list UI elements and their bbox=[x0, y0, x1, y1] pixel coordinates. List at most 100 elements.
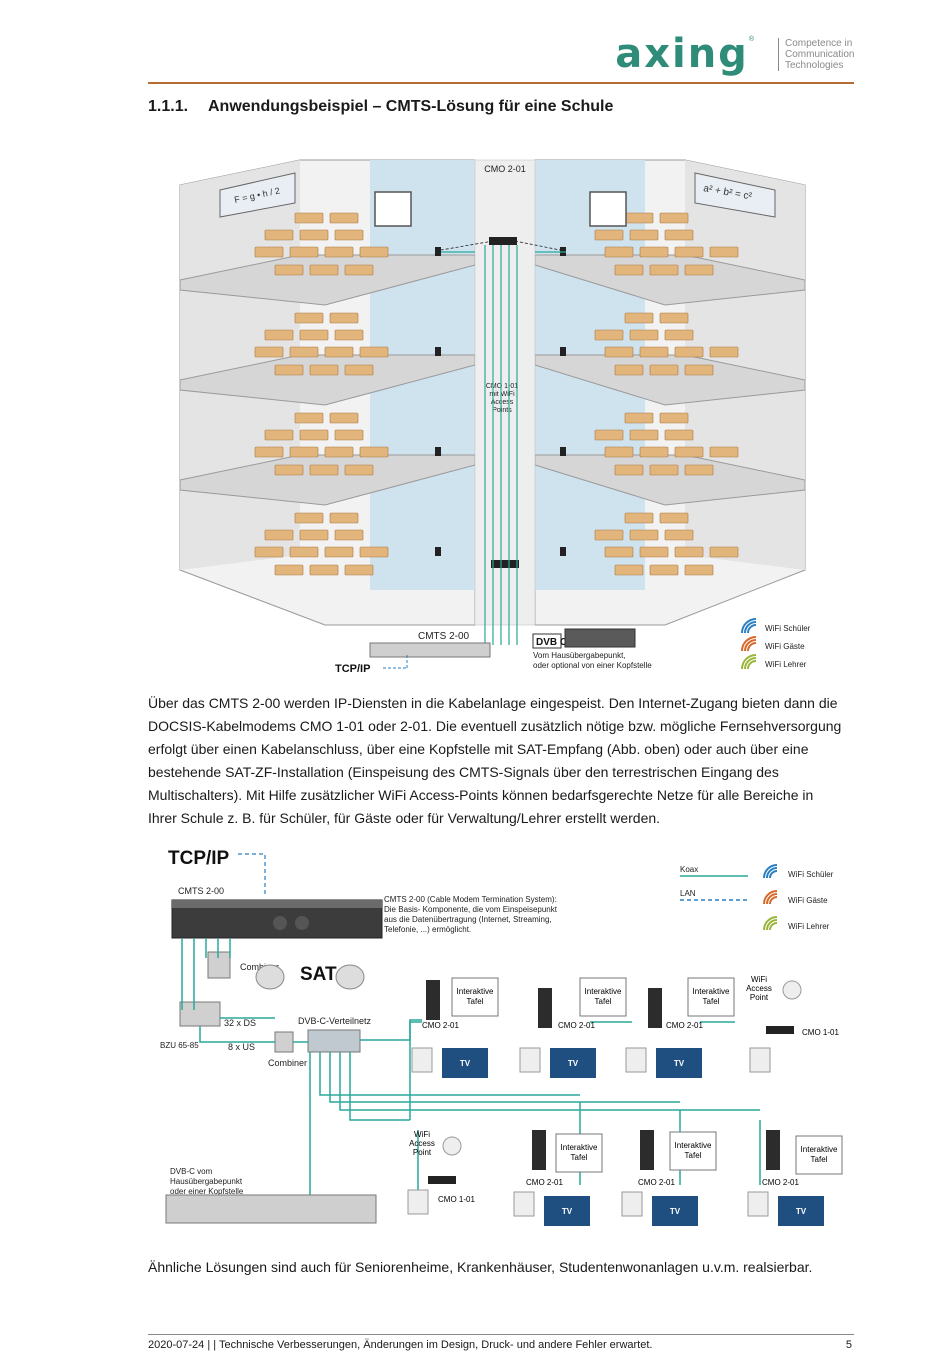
svg-text:Interaktive: Interaktive bbox=[561, 1143, 598, 1152]
network-diagram: TCP/IP CMTS 2-00 CMTS 2-00 (Cable Modem … bbox=[160, 848, 843, 1226]
svg-text:Vom Hausübergabepunkt,: Vom Hausübergabepunkt, bbox=[533, 651, 626, 660]
legend-item-lehrer: WiFi Lehrer bbox=[763, 916, 830, 931]
svg-text:Interaktive: Interaktive bbox=[675, 1141, 712, 1150]
svg-text:WiFi Schüler: WiFi Schüler bbox=[788, 870, 834, 879]
svg-text:CMTS 2-00 (Cable Modem Termina: CMTS 2-00 (Cable Modem Termination Syste… bbox=[384, 895, 557, 904]
wifi-legend-item-schueler: WiFi Schüler bbox=[741, 618, 811, 634]
svg-text:CMO 1-01: CMO 1-01 bbox=[438, 1195, 475, 1204]
svg-text:Tafel: Tafel bbox=[703, 997, 720, 1006]
svg-text:WiFi Schüler: WiFi Schüler bbox=[765, 624, 811, 633]
legend-item-gaeste: WiFi Gäste bbox=[763, 890, 828, 905]
svg-text:Die Basis- Komponente, die vom: Die Basis- Komponente, die vom Einspeise… bbox=[384, 905, 558, 914]
svg-text:Hausübergabepunkt: Hausübergabepunkt bbox=[170, 1177, 243, 1186]
svg-text:WiFi Lehrer: WiFi Lehrer bbox=[765, 660, 807, 669]
svg-text:Interaktive: Interaktive bbox=[801, 1145, 838, 1154]
access-point-lower: WiFi Access Point CMO 1-01 bbox=[407, 1130, 475, 1215]
access-point-upper: WiFi Access Point CMO 1-01 bbox=[746, 975, 839, 1073]
svg-text:CMO 1-01: CMO 1-01 bbox=[802, 1028, 839, 1037]
wifi-legend-fig2: Koax LAN WiFi Schüler WiFi Gäste WiFi Le… bbox=[680, 864, 834, 931]
svg-text:aus die Datenübertragung (Inte: aus die Datenübertragung (Internet, Stre… bbox=[384, 915, 552, 924]
classroom-lower-2: Interaktive Tafel CMO 2-01 TV bbox=[621, 1130, 717, 1226]
svg-text:CMO 2-01: CMO 2-01 bbox=[422, 1021, 459, 1030]
classroom-upper-1: Interaktive Tafel CMO 2-01 TV bbox=[411, 977, 499, 1078]
svg-text:Interaktive: Interaktive bbox=[585, 987, 622, 996]
header-rule bbox=[148, 82, 854, 84]
svg-text:CMO 2-01: CMO 2-01 bbox=[526, 1178, 563, 1187]
floor-slabs bbox=[179, 254, 806, 506]
legend-item-schueler: WiFi Schüler bbox=[763, 864, 834, 879]
svg-text:BZU 65-85: BZU 65-85 bbox=[160, 1041, 199, 1050]
classroom-upper-3: Interaktive Tafel CMO 2-01 TV bbox=[625, 977, 735, 1078]
classroom-desks bbox=[254, 212, 739, 576]
svg-text:TCP/IP: TCP/IP bbox=[168, 848, 230, 869]
svg-text:CMO 2-01: CMO 2-01 bbox=[484, 164, 526, 174]
cmo-mid-label: CMO 1-01 mit WiFi Access Points bbox=[486, 383, 518, 414]
svg-text:Tafel: Tafel bbox=[595, 997, 612, 1006]
svg-text:Telefonie, ...) ermöglicht.: Telefonie, ...) ermöglicht. bbox=[384, 925, 471, 934]
svg-text:WiFi: WiFi bbox=[751, 975, 767, 984]
wifi-legend-item-gaeste: WiFi Gäste bbox=[741, 636, 805, 652]
wifi-legend-fig1: WiFi Schüler WiFi Gäste WiFi Lehrer bbox=[741, 618, 811, 670]
svg-text:CMO 2-01: CMO 2-01 bbox=[666, 1021, 703, 1030]
svg-text:LAN: LAN bbox=[680, 889, 696, 898]
svg-text:Access: Access bbox=[409, 1139, 435, 1148]
svg-text:TV: TV bbox=[562, 1207, 573, 1216]
dvbc-source-label: DVB-C vom Hausübergabepunkt oder einer K… bbox=[170, 1167, 244, 1196]
svg-text:Point: Point bbox=[750, 993, 769, 1002]
svg-text:Tafel: Tafel bbox=[685, 1151, 702, 1160]
classroom-lower-1: Interaktive Tafel CMO 2-01 TV bbox=[513, 1130, 603, 1226]
svg-text:TV: TV bbox=[460, 1059, 471, 1068]
svg-text:TV: TV bbox=[568, 1059, 579, 1068]
svg-text:CMO 2-01: CMO 2-01 bbox=[762, 1178, 799, 1187]
svg-text:WiFi Lehrer: WiFi Lehrer bbox=[788, 922, 830, 931]
closing-sentence: Ähnliche Lösungen sind auch für Senioren… bbox=[148, 1259, 813, 1275]
school-building-diagram: F = g • h / 2 a² + b² = c² CMO 2-01 CMO … bbox=[179, 159, 811, 675]
svg-text:CMO 2-01: CMO 2-01 bbox=[558, 1021, 595, 1030]
footer-text: 2020-07-24 | | Technische Verbesserungen… bbox=[148, 1339, 653, 1351]
svg-text:TV: TV bbox=[670, 1207, 681, 1216]
wifi-legend-item-lehrer: WiFi Lehrer bbox=[741, 654, 807, 670]
svg-text:DVB C: DVB C bbox=[536, 637, 567, 648]
svg-text:WiFi Gäste: WiFi Gäste bbox=[788, 896, 828, 905]
svg-text:CMTS 2-00: CMTS 2-00 bbox=[418, 631, 470, 642]
page-number: 5 bbox=[845, 1339, 852, 1351]
svg-text:TCP/IP: TCP/IP bbox=[335, 663, 370, 675]
section-heading: 1.1.1.Anwendungsbeispiel – CMTS-Lösung f… bbox=[148, 98, 614, 115]
svg-text:Point: Point bbox=[413, 1148, 432, 1157]
classroom-lower-3: Interaktive Tafel CMO 2-01 TV bbox=[747, 1130, 843, 1226]
svg-text:WiFi Gäste: WiFi Gäste bbox=[765, 642, 805, 651]
classroom-upper-2: Interaktive Tafel CMO 2-01 TV bbox=[519, 977, 627, 1078]
axing-logo: axing ® bbox=[615, 31, 754, 77]
svg-text:Tafel: Tafel bbox=[571, 1153, 588, 1162]
svg-text:Combiner: Combiner bbox=[240, 962, 279, 972]
svg-text:DVB-C vom: DVB-C vom bbox=[170, 1167, 213, 1176]
svg-text:Access: Access bbox=[746, 984, 772, 993]
svg-text:mit WiFi: mit WiFi bbox=[489, 391, 515, 398]
svg-text:Interaktive: Interaktive bbox=[693, 987, 730, 996]
svg-text:Access: Access bbox=[491, 399, 514, 406]
footer-rule bbox=[148, 1334, 854, 1335]
chalkboards: F = g • h / 2 a² + b² = c² bbox=[219, 172, 776, 227]
body-paragraph: Über das CMTS 2-00 werden IP-Diensten in… bbox=[148, 695, 842, 826]
cabling bbox=[441, 245, 566, 645]
svg-text:oder optional von einer Kopfst: oder optional von einer Kopfstelle bbox=[533, 661, 652, 670]
svg-text:Koax: Koax bbox=[680, 865, 698, 874]
svg-text:SAT: SAT bbox=[300, 964, 337, 985]
svg-text:Points: Points bbox=[492, 407, 512, 414]
svg-text:CMO 2-01: CMO 2-01 bbox=[638, 1178, 675, 1187]
svg-text:TV: TV bbox=[674, 1059, 685, 1068]
logo-tagline: Competence in Communication Technologies bbox=[778, 38, 888, 71]
svg-text:DVB-C-Verteilnetz: DVB-C-Verteilnetz bbox=[298, 1016, 372, 1026]
svg-text:oder einer Kopfstelle: oder einer Kopfstelle bbox=[170, 1187, 244, 1196]
svg-text:CMO 1-01: CMO 1-01 bbox=[486, 383, 518, 390]
svg-text:Interaktive: Interaktive bbox=[457, 987, 494, 996]
svg-text:Combiner: Combiner bbox=[268, 1058, 307, 1068]
page-header: axing ® Competence in Communication Tech… bbox=[0, 0, 950, 90]
svg-text:Tafel: Tafel bbox=[811, 1155, 828, 1164]
cmts-description: CMTS 2-00 (Cable Modem Termination Syste… bbox=[384, 895, 558, 934]
svg-text:WiFi: WiFi bbox=[414, 1130, 430, 1139]
svg-text:Tafel: Tafel bbox=[467, 997, 484, 1006]
svg-text:CMTS 2-00: CMTS 2-00 bbox=[178, 886, 224, 896]
svg-text:8 x US: 8 x US bbox=[228, 1042, 255, 1052]
svg-text:32 x DS: 32 x DS bbox=[224, 1018, 256, 1028]
